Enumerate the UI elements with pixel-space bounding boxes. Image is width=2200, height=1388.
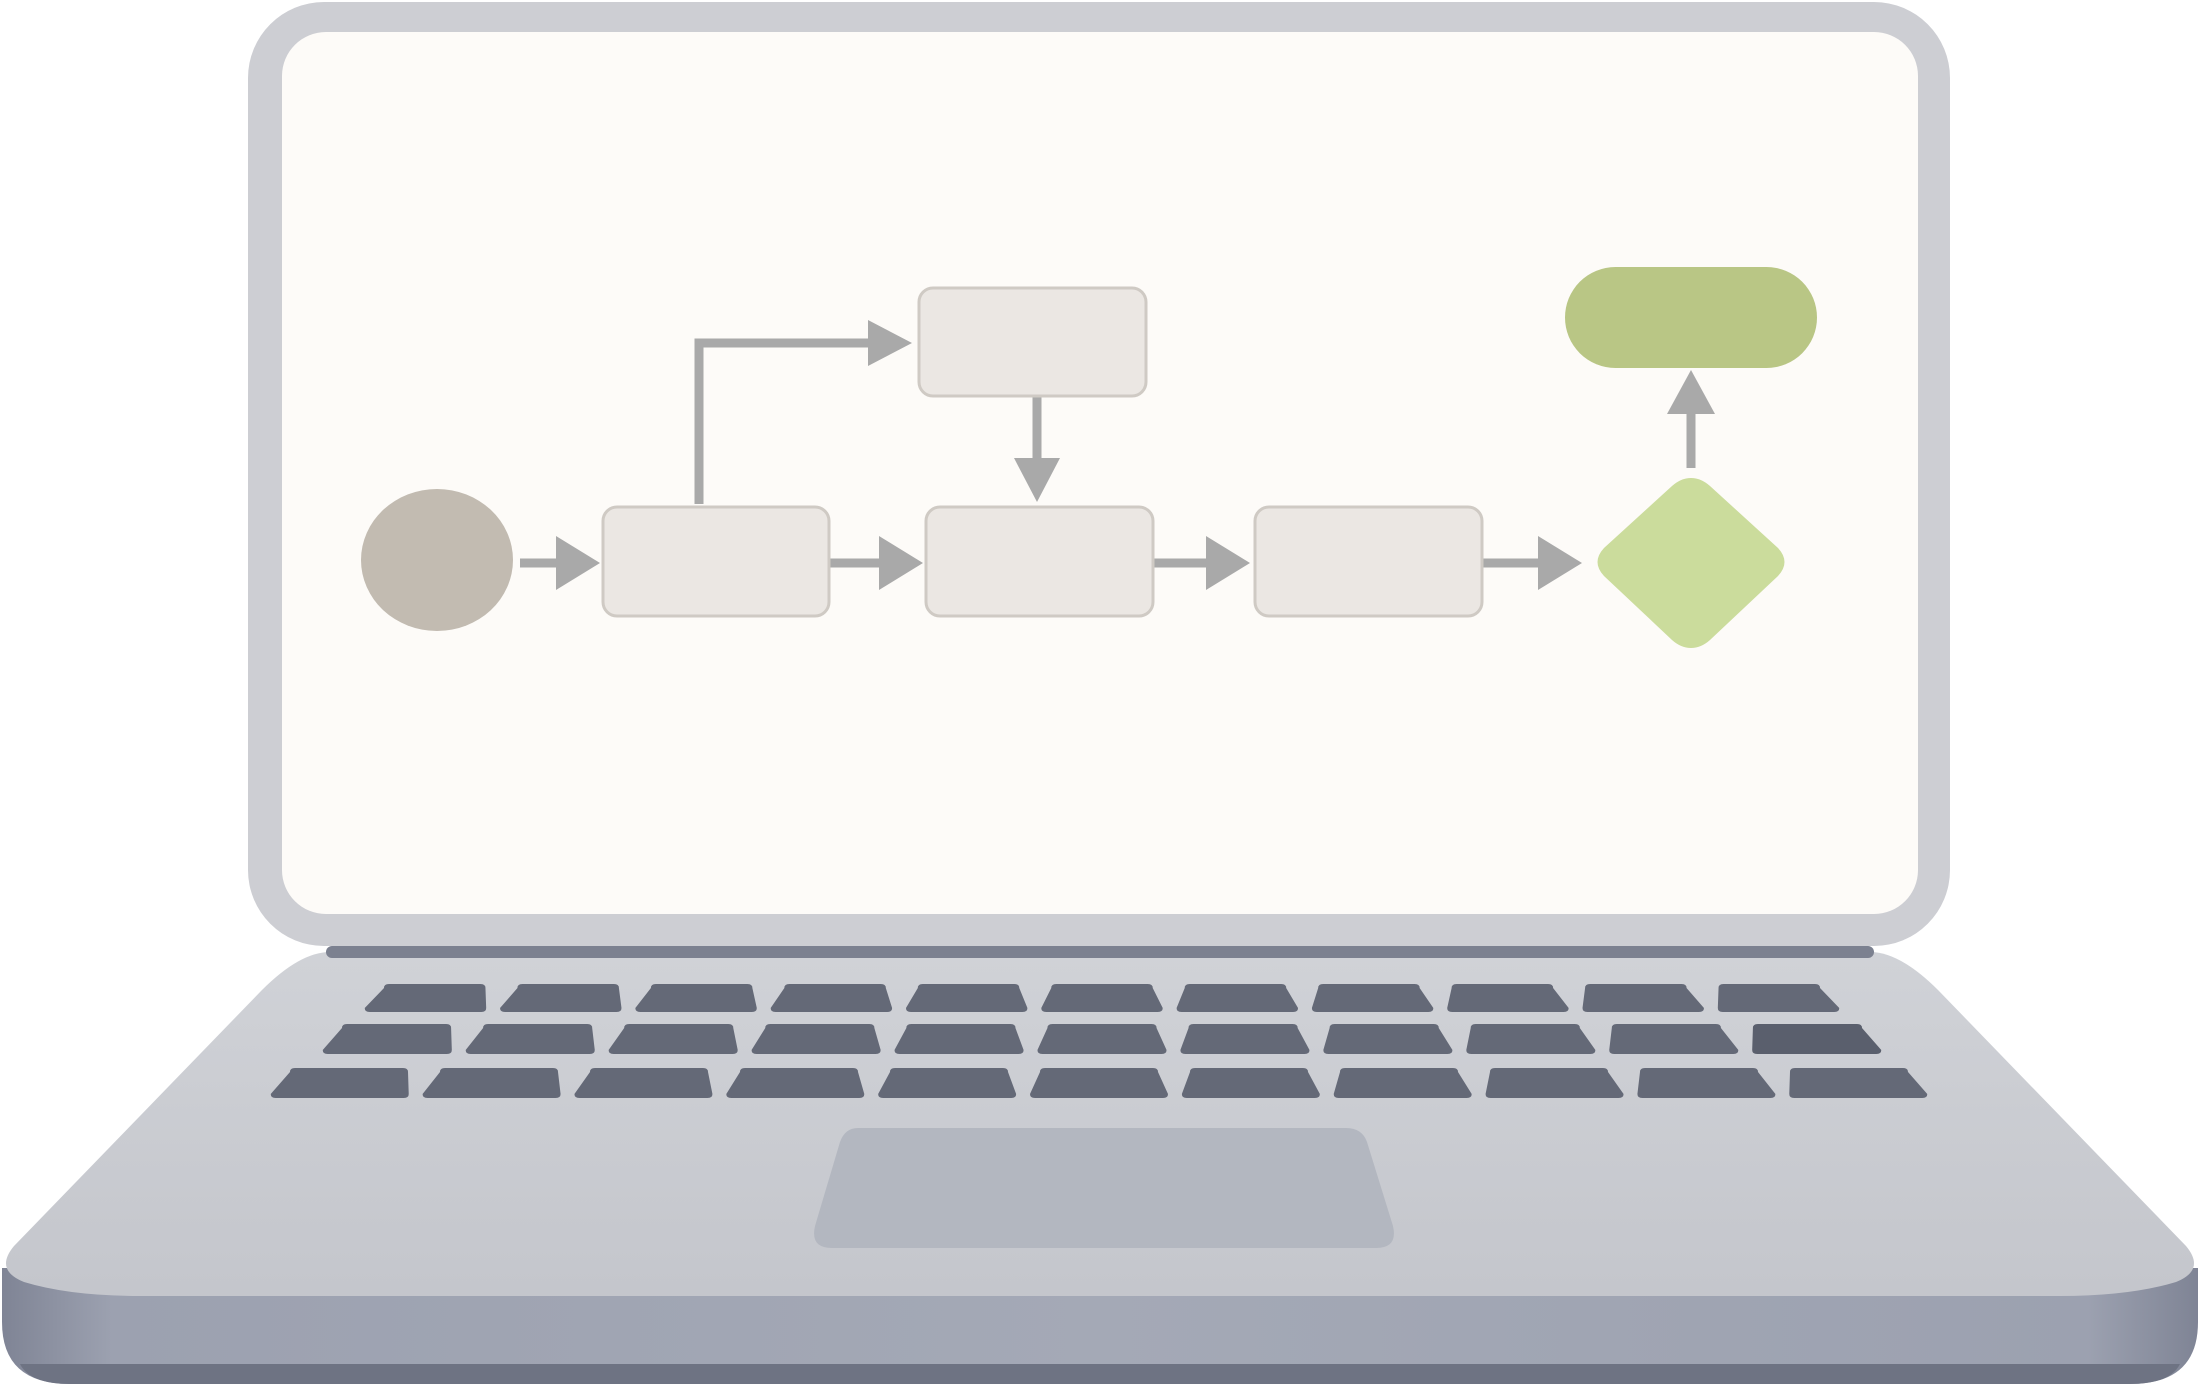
arrowhead-right-5 [1538,536,1582,590]
arrowhead-down [1014,458,1060,502]
keyboard-key-r1-k6[interactable] [1041,984,1163,1012]
keyboard-key-r3-k10[interactable] [1637,1068,1776,1098]
screen [282,32,1918,914]
laptop-base [2,946,2198,1384]
keyboard-key-r3-k9[interactable] [1485,1068,1624,1098]
keyboard-key-r2-k4[interactable] [751,1024,881,1054]
keyboard-key-r1-k5[interactable] [905,984,1028,1012]
arrowheads [556,320,1715,590]
keyboard-key-r1-k9[interactable] [1447,984,1569,1012]
keyboard-key-r3-k2[interactable] [422,1068,561,1098]
process-box-step-3 [1253,505,1484,618]
keyboard-key-r2-k9[interactable] [1466,1024,1596,1054]
decision-diamond [1597,478,1785,648]
laptop-lid [248,2,1950,946]
keyboard-key-r1-k8[interactable] [1311,984,1434,1012]
keyboard-key-r3-k4[interactable] [726,1068,865,1098]
base-bottom-shadow [20,1364,2180,1384]
keyboard-key-r3-k7[interactable] [1181,1068,1320,1098]
base-front-edge [2,1268,2198,1384]
process-box-branch [917,286,1148,398]
keyboard-key-r1-k11[interactable] [1717,984,1840,1012]
keyboard-key-r2-k10[interactable] [1609,1024,1739,1054]
keyboard-key-r2-k11[interactable] [1752,1024,1882,1054]
arrowhead-right-3 [868,320,912,366]
process-box-step-2 [924,505,1155,618]
keyboard-key-r1-k1[interactable] [364,984,487,1012]
arrowhead-right-2 [879,536,923,590]
keyboard-key-r2-k8[interactable] [1323,1024,1453,1054]
arrowhead-right-1 [556,536,600,590]
keyboard-key-r3-k3[interactable] [574,1068,713,1098]
process-box-step-1 [601,505,831,618]
keyboard-key-r3-k8[interactable] [1333,1068,1472,1098]
keyboard-key-r1-k10[interactable] [1582,984,1704,1012]
end-node [1565,267,1817,368]
keyboard-key-r1-k7[interactable] [1176,984,1299,1012]
keyboard-key-r2-k2[interactable] [465,1024,595,1054]
keyboard-key-r3-k6[interactable] [1030,1068,1168,1098]
keyboard-key-r2-k7[interactable] [1180,1024,1310,1054]
keyboard-key-r2-k3[interactable] [608,1024,738,1054]
edge-step-1-to-branch [694,338,870,504]
arrowhead-up [1667,370,1715,414]
keyboard-key-r3-k11[interactable] [1789,1068,1928,1098]
keyboard-key-r2-k6[interactable] [1037,1024,1167,1054]
keyboard-key-r1-k3[interactable] [635,984,757,1012]
flowchart [361,267,1817,648]
keyboard-key-r2-k1[interactable] [322,1024,452,1054]
keyboard-key-r1-k4[interactable] [770,984,893,1012]
arrowhead-right-4 [1206,536,1250,590]
keyboard-key-r2-k5[interactable] [894,1024,1024,1054]
keyboard [270,984,1928,1098]
start-node [361,489,513,631]
trackpad[interactable] [814,1128,1394,1248]
hinge [326,946,1874,958]
keyboard-key-r3-k1[interactable] [270,1068,409,1098]
keyboard-key-r3-k5[interactable] [878,1068,1017,1098]
connectors [520,338,1696,568]
keyboard-key-r1-k2[interactable] [500,984,622,1012]
